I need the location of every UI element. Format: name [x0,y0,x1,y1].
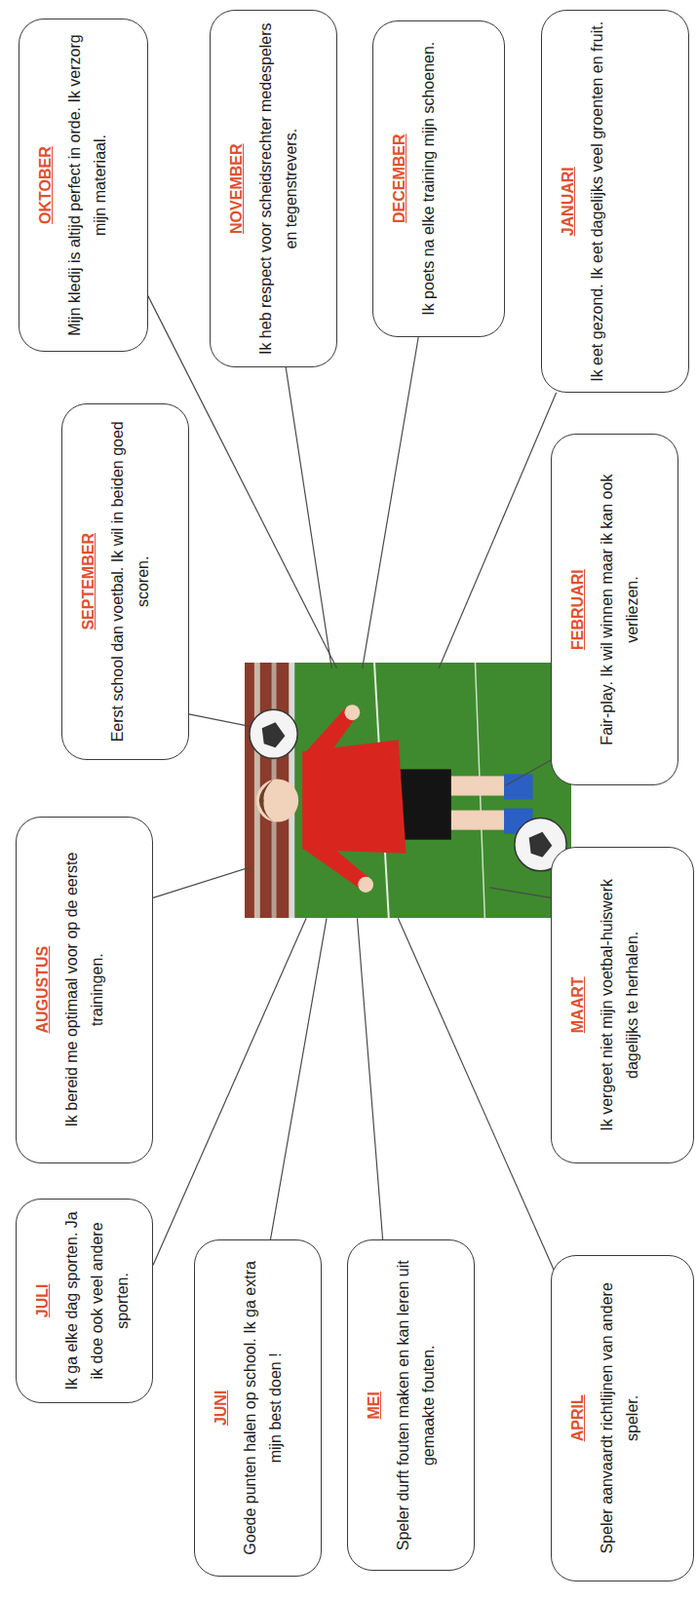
month-callout: SEPTEMBEREerst school dan voetbal. Ik wi… [61,403,190,761]
resolution-text: Ik heb respect voor scheidsrechter medes… [253,20,305,356]
resolution-text: Speler aanvaardt richtlijnen van andere … [594,1266,646,1572]
month-heading: AUGUSTUS [30,827,56,1154]
month-heading: DECEMBER [387,31,413,327]
month-heading: MAART [565,857,591,1154]
resolution-text: Eerst school dan voetbal. Ik wil in beid… [105,414,156,750]
month-heading: JANUARI [555,20,581,383]
month-callout: JANUARIIk eet gezond. Ik eet dagelijks v… [541,9,690,393]
month-callout: NOVEMBERIk heb respect voor scheidsrecht… [209,9,338,367]
month-callout: MAARTIk vergeet niet mijn voetbal-huiswe… [550,847,695,1164]
resolution-text: Mijn kledij is altijd perfect in orde. I… [62,29,114,342]
resolution-text: Ik ga elke dag sporten. Ja ik doe ook ve… [59,1209,136,1393]
resolution-text: Ik poets na elke training mijn schoenen. [416,31,442,327]
resolution-text: Ik bereid me optimaal voor op de eerste … [59,827,111,1154]
month-callout: JULIIk ga elke dag sporten. Ja ik doe oo… [15,1199,154,1403]
month-heading: SEPTEMBER [76,414,102,750]
month-callout: FEBRUARIFair-play. Ik wil winnen maar ik… [550,433,679,786]
resolution-text: Ik vergeet niet mijn voetbal-huiswerk da… [594,857,646,1154]
resolution-text: Goede punten halen op school. Ik ga extr… [237,1250,289,1567]
month-heading: OKTOBER [33,29,59,342]
resolution-text: Speler durft fouten maken en kan leren u… [390,1250,442,1561]
month-callout: DECEMBERIk poets na elke training mijn s… [372,20,505,338]
month-heading: JUNI [208,1250,234,1567]
month-heading: NOVEMBER [224,20,250,356]
month-heading: JULI [30,1209,56,1393]
month-callout: AUGUSTUSIk bereid me optimaal voor op de… [15,816,154,1164]
month-callout: JUNIGoede punten halen op school. Ik ga … [193,1239,322,1578]
month-heading: MEI [361,1250,388,1561]
resolution-text: Fair-play. Ik wil winnen maar ik kan ook… [594,444,646,775]
resolution-text: Ik eet gezond. Ik eet dagelijks veel gro… [584,20,611,383]
month-callout: MEISpeler durft fouten maken en kan lere… [347,1239,475,1572]
month-callout: APRILSpeler aanvaardt richtlijnen van an… [550,1255,695,1583]
month-callout: OKTOBERMijn kledij is altijd perfect in … [18,18,149,352]
month-heading: FEBRUARI [565,444,591,775]
month-heading: APRIL [565,1266,591,1572]
player-photo [244,662,572,919]
